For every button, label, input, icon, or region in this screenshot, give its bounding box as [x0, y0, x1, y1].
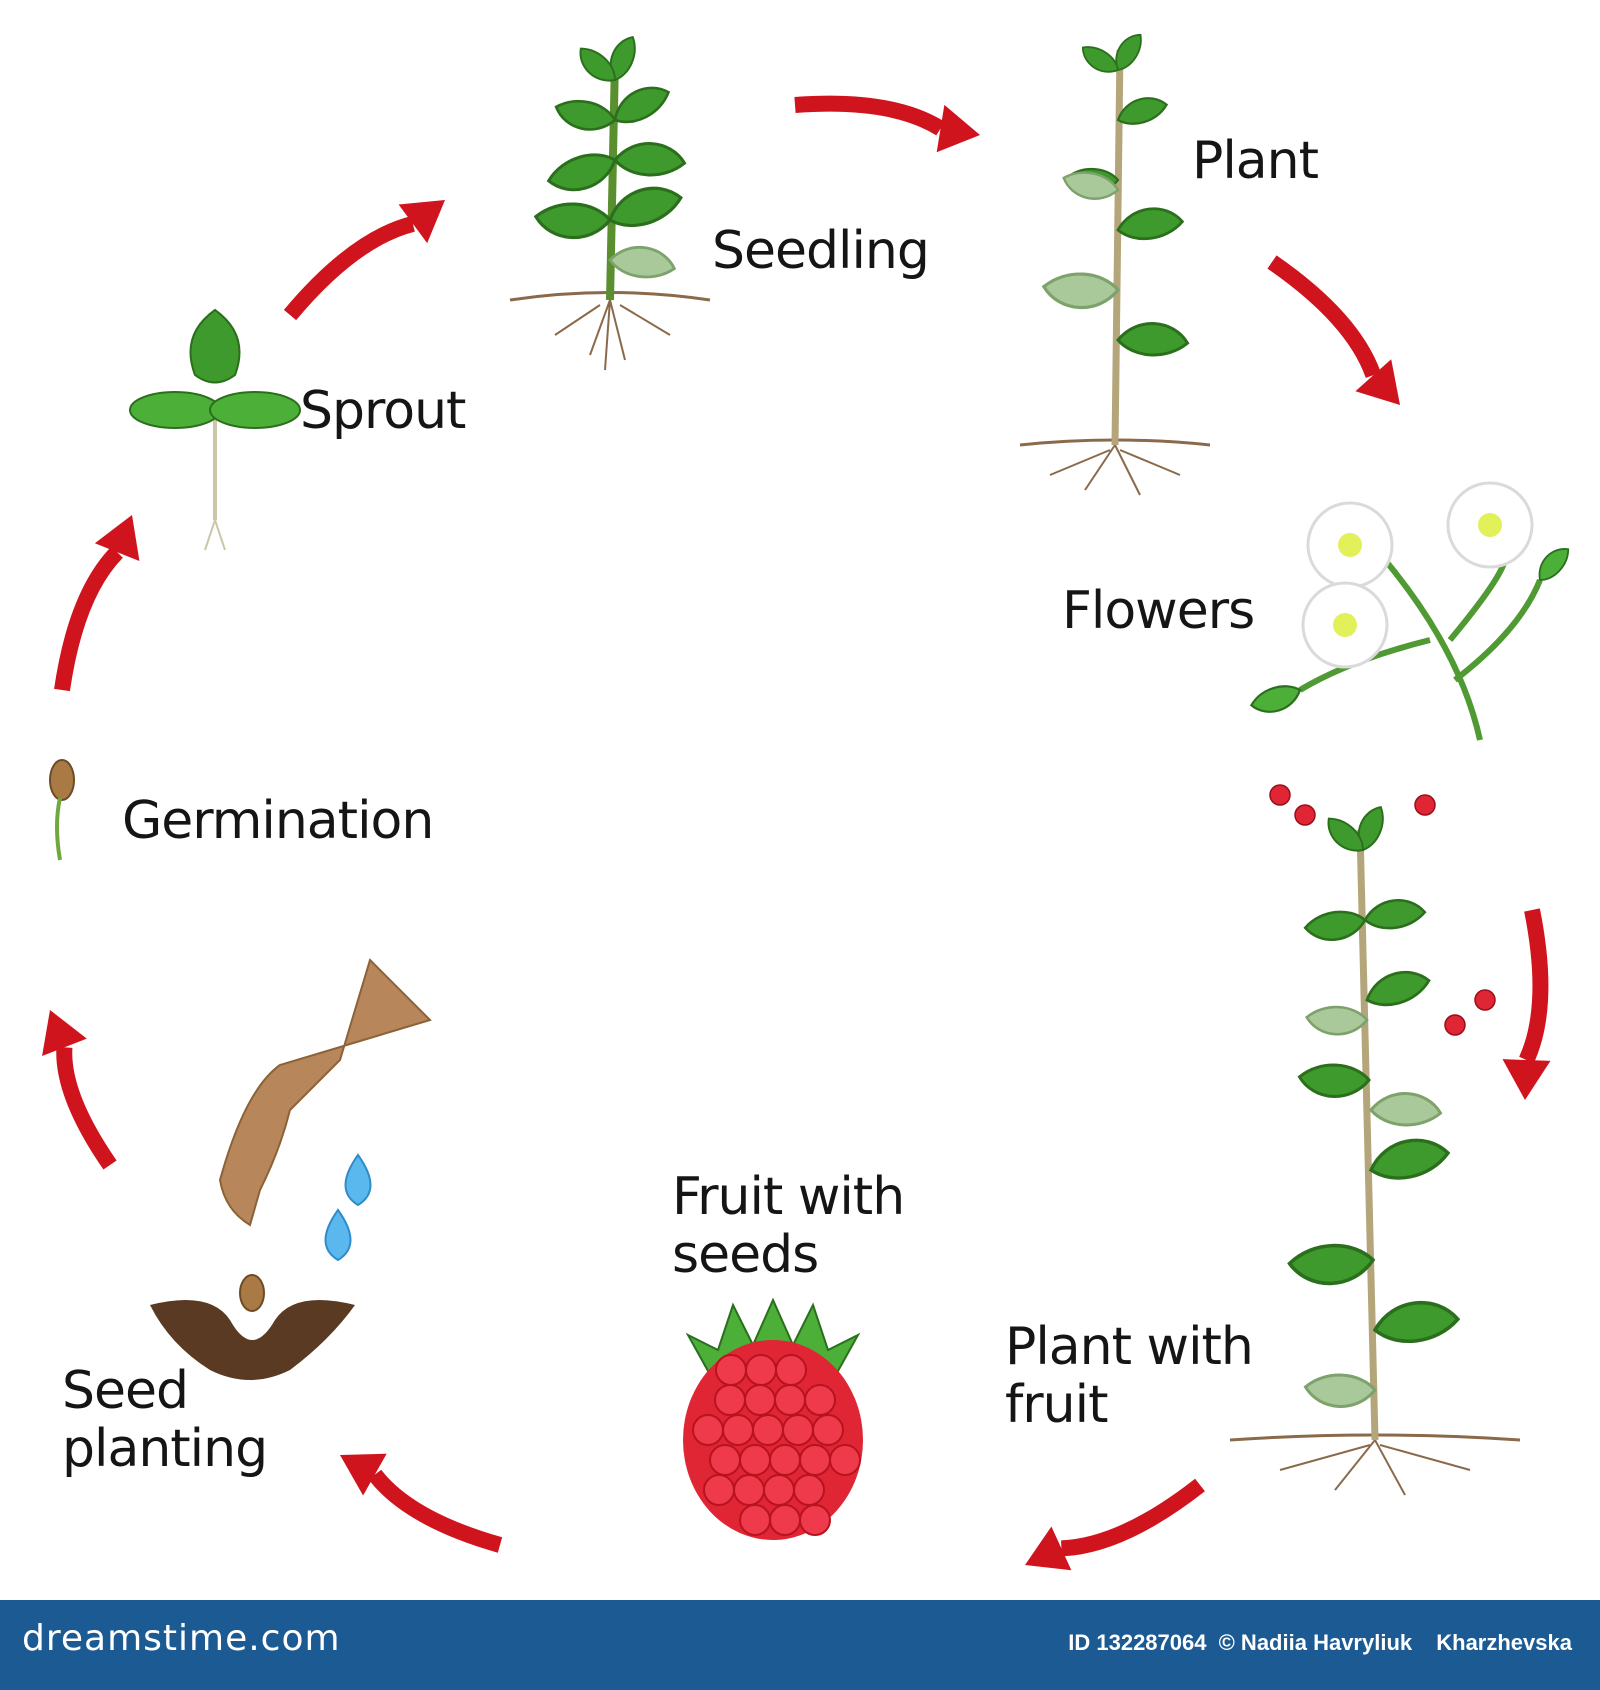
footer-credit: ID 132287064 © Nadiia Havryliuk Kharzhev…: [1062, 1630, 1572, 1656]
raspberry-drupelet: [804, 1384, 836, 1416]
raspberry-drupelet: [763, 1474, 795, 1506]
germination-illustration: [49, 759, 75, 861]
plant-with-fruit-illustration: [1229, 784, 1521, 1496]
cycle-arrows: [42, 95, 1551, 1571]
sprout-illustration: [129, 308, 301, 551]
raspberry-drupelet: [812, 1414, 844, 1446]
raspberry-drupelet: [722, 1414, 754, 1446]
footer-site-name[interactable]: dreamstime.com: [22, 1618, 341, 1659]
flower-1: [1306, 501, 1394, 589]
footer-id: ID 132287064: [1068, 1630, 1207, 1655]
stage-label-plant-with-fruit: Plant with fruit: [1005, 1317, 1254, 1435]
stage-label-seed-planting: Seed planting: [62, 1361, 268, 1479]
life-cycle-diagram: Seedling Plant Flowers Plant with fruit …: [42, 28, 1577, 1571]
raspberry-drupelet: [782, 1414, 814, 1446]
raspberry-drupelet: [769, 1504, 801, 1536]
arrow-plant-to-flowers: [1267, 255, 1400, 405]
raspberry-drupelet: [775, 1354, 807, 1386]
flowers-illustration: [1247, 481, 1577, 741]
raspberry-drupelet: [733, 1474, 765, 1506]
footer-bar: dreamstime.com ID 132287064 © Nadiia Hav…: [0, 1600, 1600, 1690]
arrow-fruit-to-seedplanting: [340, 1453, 503, 1553]
stage-label-seedling: Seedling: [712, 221, 930, 281]
raspberry-drupelet: [799, 1444, 831, 1476]
seed-planting-illustration: [150, 958, 432, 1380]
raspberry-drupelet: [709, 1444, 741, 1476]
raspberry-drupelet: [829, 1444, 861, 1476]
stage-label-flowers: Flowers: [1062, 581, 1255, 641]
raspberry-drupelet: [745, 1354, 777, 1386]
arrow-seedling-to-plant: [794, 95, 980, 153]
flower-2: [1446, 481, 1534, 569]
raspberry-drupelet: [692, 1414, 724, 1446]
raspberry-drupelet: [714, 1384, 746, 1416]
arrow-flowers-to-fruitplant: [1502, 908, 1551, 1100]
raspberry-drupelet: [739, 1504, 771, 1536]
raspberry-drupelet: [793, 1474, 825, 1506]
raspberry-drupelet: [799, 1504, 831, 1536]
stage-label-fruit-with-seeds: Fruit with seeds: [672, 1167, 905, 1285]
arrow-germination-to-sprout: [54, 515, 140, 692]
footer-author: Kharzhevska: [1436, 1630, 1572, 1655]
raspberry-drupelet: [744, 1384, 776, 1416]
flower-3: [1301, 581, 1389, 669]
raspberry-drupelet: [703, 1474, 735, 1506]
raspberry-drupelet: [739, 1444, 771, 1476]
plant-illustration: [1019, 28, 1211, 496]
diagram-graphics: [42, 28, 1577, 1571]
stage-label-germination: Germination: [122, 791, 434, 851]
arrow-sprout-to-seedling: [283, 200, 445, 321]
raspberry-drupelet: [715, 1354, 747, 1386]
raspberry-illustration: [683, 1297, 863, 1540]
arrow-seedplanting-to-germination: [42, 1010, 117, 1170]
raspberry-drupelet: [769, 1444, 801, 1476]
stage-label-plant: Plant: [1192, 131, 1319, 191]
raspberry-drupelet: [752, 1414, 784, 1446]
stage-label-sprout: Sprout: [300, 381, 466, 441]
footer-copyright: © Nadiia Havryliuk: [1218, 1630, 1413, 1655]
hand-illustration: [218, 958, 432, 1227]
raspberry-drupelet: [774, 1384, 806, 1416]
arrow-fruitplant-to-fruit: [1025, 1478, 1205, 1571]
seedling-illustration: [509, 31, 711, 371]
